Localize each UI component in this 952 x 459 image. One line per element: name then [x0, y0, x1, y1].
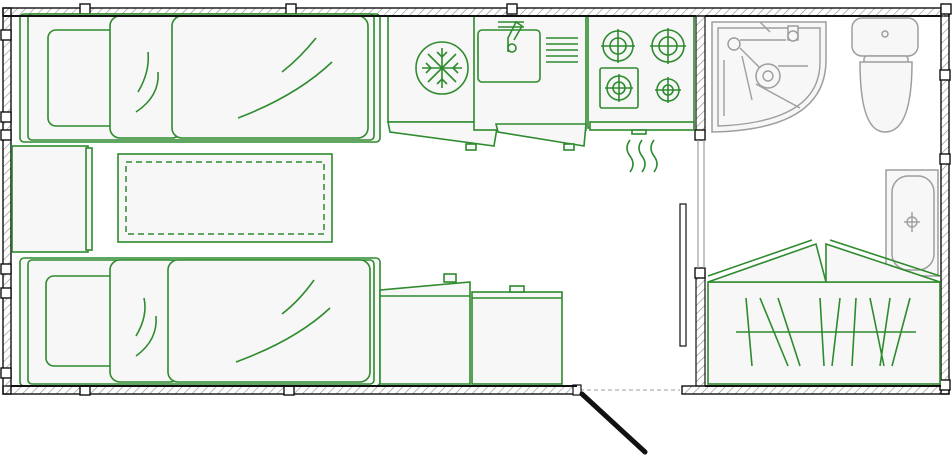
faucet-icon: [498, 20, 524, 53]
stove-burner-icon: [655, 77, 681, 103]
wall-lines: [3, 15, 941, 387]
shower: [711, 21, 827, 133]
stove-burner-icon: [650, 28, 686, 64]
stove-burner-icon: [601, 29, 635, 63]
bed-top: [19, 13, 381, 143]
stove-burner-icon: [605, 74, 633, 102]
bath-door: [679, 140, 705, 347]
snowflake-icon: [415, 41, 469, 95]
heat-waves-icon: [626, 139, 658, 173]
table: [117, 153, 333, 243]
kitchen: [387, 15, 695, 173]
bed-bottom: [19, 257, 381, 387]
drain-board: [546, 37, 578, 63]
rack: [707, 239, 941, 385]
cabinets-bottom: [379, 273, 563, 385]
entrance-door: [572, 384, 680, 455]
cabinet-left: [11, 145, 93, 253]
shower-head-icon: [727, 25, 799, 51]
bathroom: [707, 17, 941, 385]
wall-posts: [0, 3, 952, 396]
sink: [885, 169, 939, 277]
toilet: [851, 17, 919, 133]
